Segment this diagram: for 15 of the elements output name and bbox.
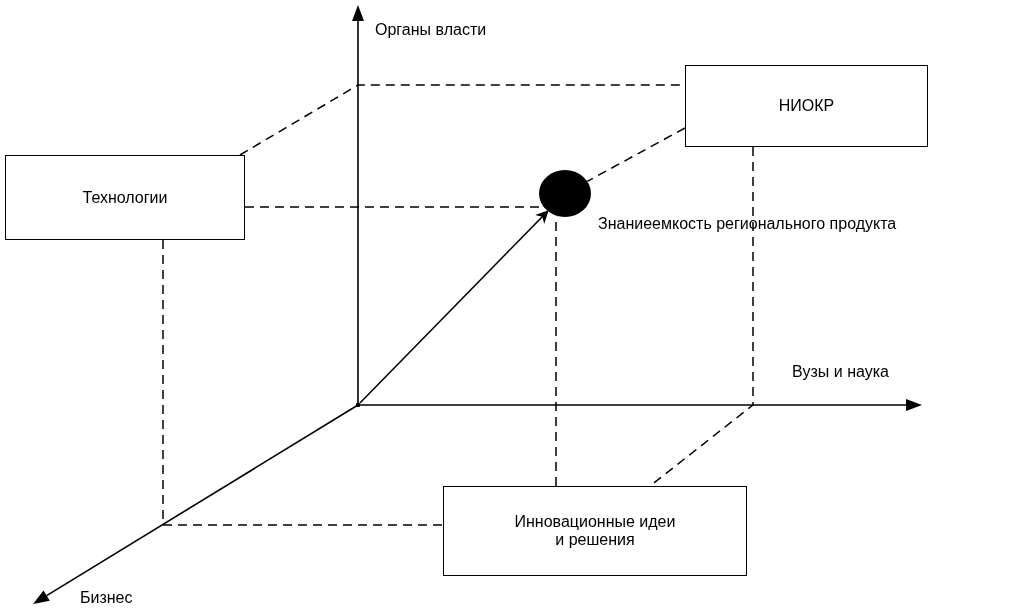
node-caption: Знаниеемкость регионального продукта [598, 214, 897, 234]
node-text: НИОКР [778, 97, 835, 115]
origin-point [356, 403, 360, 407]
process-box [685, 65, 928, 147]
dashed-line [162, 239, 444, 526]
dashed-line [586, 127, 686, 183]
axis-label: Вузы и наука [792, 362, 889, 382]
node-text: Технологии [82, 188, 168, 207]
process-box [5, 155, 245, 240]
axis-label: Бизнес [80, 588, 133, 608]
arrow [359, 210, 549, 404]
axis-label: Органы власти [375, 20, 487, 40]
node-text: Инновационные идеи и решения [513, 513, 677, 549]
filled-dot [539, 170, 591, 217]
process-box [443, 486, 747, 576]
